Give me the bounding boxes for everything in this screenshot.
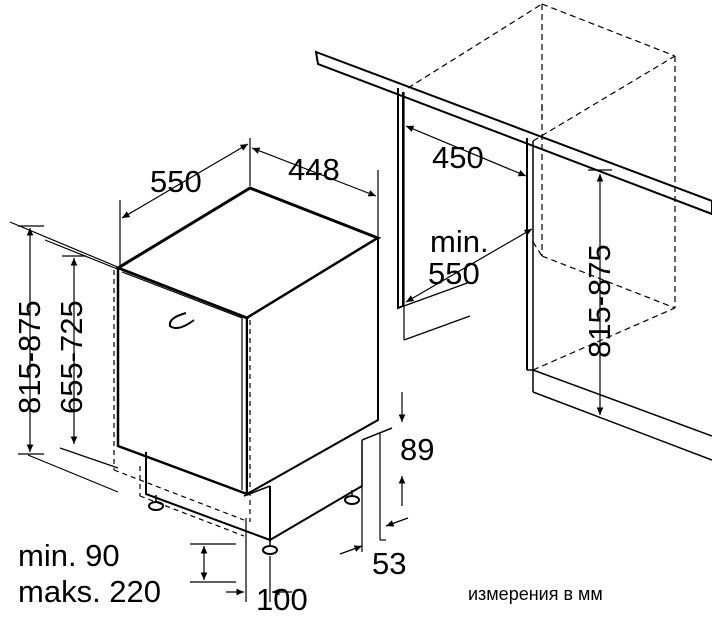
cabinet-side-panel-left: [398, 88, 403, 308]
niche-depth-dim-line: [406, 229, 532, 302]
door-dimensions: [190, 518, 292, 602]
door-handle-icon: [170, 313, 194, 328]
niche-width-dim-line: [406, 126, 526, 176]
niche-depth-label-line1: min.: [430, 224, 489, 259]
foot-front-left: [148, 501, 164, 511]
dishwasher-unit: [114, 188, 392, 555]
left-dimensions: [18, 226, 86, 454]
niche-width-label: 450: [432, 140, 484, 175]
units-note: измерения в мм: [468, 584, 603, 604]
countertop-edge: [316, 52, 712, 214]
foot-rear-right: [344, 495, 360, 505]
door-min-label: min. 90: [18, 538, 120, 573]
plinth-gap-label: 89: [400, 432, 435, 467]
cabinet-niche: [316, 4, 712, 460]
door-max-label: maks. 220: [18, 574, 162, 609]
width-label: 448: [288, 152, 340, 187]
depth-label: 550: [150, 164, 202, 199]
plinth-setback-label: 53: [372, 546, 407, 581]
total-height-label: 815-875: [12, 300, 47, 414]
niche-height-label: 815-875: [582, 244, 617, 358]
plinth-dimensions: [340, 392, 408, 554]
niche-depth-label-line2: 550: [428, 256, 480, 291]
dishwasher-side: [247, 238, 378, 494]
foot-front-right: [262, 545, 278, 555]
top-dimensions: [120, 138, 378, 266]
foot-offset-label: 100: [256, 582, 308, 617]
body-height-label: 655-725: [54, 300, 89, 414]
